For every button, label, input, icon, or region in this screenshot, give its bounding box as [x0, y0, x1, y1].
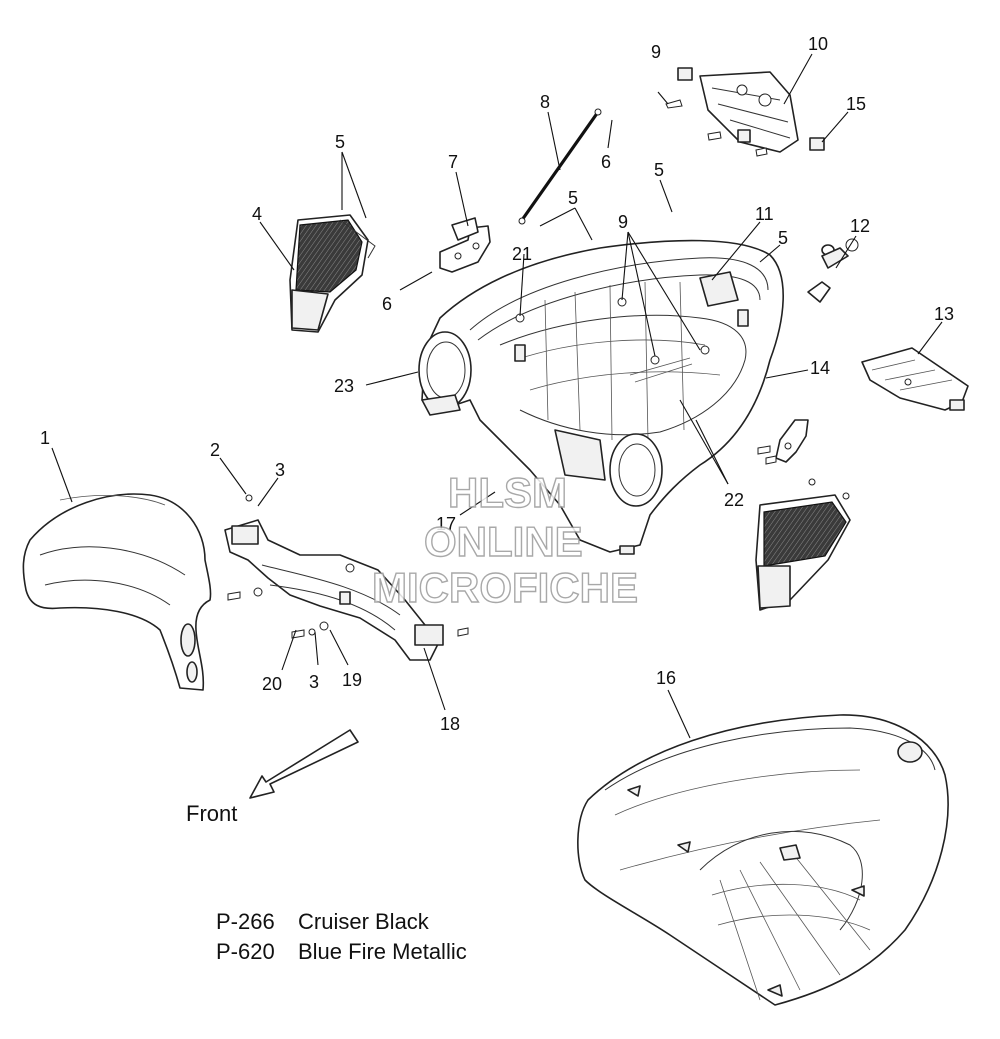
part-8-release-cable: [518, 108, 602, 225]
callout-5: 5: [568, 188, 578, 208]
part-speaker-grille-right: [755, 494, 851, 611]
callout-4: 4: [252, 204, 262, 224]
callout-6: 6: [382, 294, 392, 314]
part-4-speaker-grille-left: [289, 214, 376, 333]
part-7-mounting-bracket: [439, 217, 491, 273]
part-14-inner-fairing-body: [418, 239, 784, 555]
watermark: HLSM ONLINE MICROFICHE: [371, 468, 638, 611]
callout-8: 8: [540, 92, 550, 112]
paint-legend: P-266 Cruiser Black P-620 Blue Fire Meta…: [216, 909, 467, 964]
callout-17: 17: [436, 514, 456, 534]
part-16-outer-fairing-shell: [577, 714, 949, 1006]
callout-18: 18: [440, 714, 460, 734]
legend-name-2: Blue Fire Metallic: [298, 939, 467, 964]
callout-3: 3: [309, 672, 319, 692]
front-direction-arrow: [249, 729, 359, 799]
part-13-heat-shield: [861, 347, 969, 411]
callout-21: 21: [512, 244, 532, 264]
part-bracket-right: [757, 419, 850, 500]
part-18-lower-trim-panel: [224, 494, 469, 661]
part-12-grommet: [807, 238, 859, 303]
watermark-line-2: ONLINE: [424, 518, 583, 565]
callout-9: 9: [651, 42, 661, 62]
callout-22: 22: [724, 490, 744, 510]
callout-5: 5: [335, 132, 345, 152]
callout-23: 23: [334, 376, 354, 396]
callout-5: 5: [654, 160, 664, 180]
callout-20: 20: [262, 674, 282, 694]
callout-16: 16: [656, 668, 676, 688]
legend-code-1: P-266: [216, 909, 275, 934]
callout-5: 5: [778, 228, 788, 248]
part-10-latch-assembly: [665, 67, 825, 157]
watermark-line-3: MICROFICHE: [372, 564, 638, 611]
callout-9: 9: [618, 212, 628, 232]
callout-6: 6: [601, 152, 611, 172]
callout-14: 14: [810, 358, 830, 378]
part-1-outer-fairing: [22, 493, 212, 691]
callout-labels: 1 2 3 3 4 5 5 5 5 6 6 7 8 9 9 10 11 12 1…: [40, 34, 954, 734]
callout-15: 15: [846, 94, 866, 114]
callout-3: 3: [275, 460, 285, 480]
callout-2: 2: [210, 440, 220, 460]
callout-19: 19: [342, 670, 362, 690]
callout-1: 1: [40, 428, 50, 448]
legend-code-2: P-620: [216, 939, 275, 964]
callout-7: 7: [448, 152, 458, 172]
callout-10: 10: [808, 34, 828, 54]
watermark-line-1: HLSM: [448, 469, 567, 516]
leader-lines: [51, 53, 943, 739]
callout-11: 11: [755, 204, 774, 224]
callout-12: 12: [850, 216, 870, 236]
callout-13: 13: [934, 304, 954, 324]
legend-name-1: Cruiser Black: [298, 909, 430, 934]
front-label: Front: [186, 801, 237, 826]
